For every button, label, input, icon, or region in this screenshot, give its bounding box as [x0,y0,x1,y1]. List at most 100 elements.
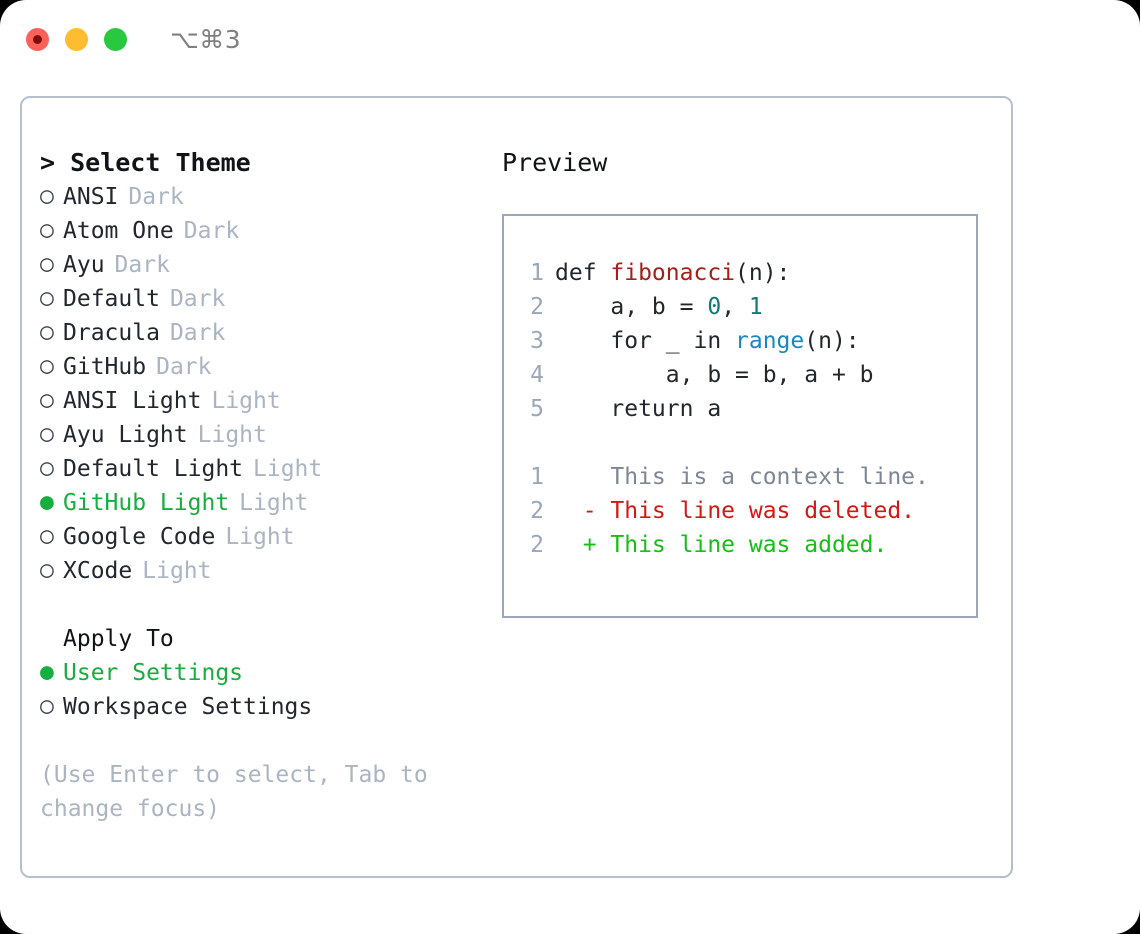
code-token-num: 0 [707,294,722,320]
title-bar: ⌥⌘3 [0,0,1140,78]
code-token-plain: a, b = b, a + b [555,362,874,388]
close-button[interactable] [26,27,49,51]
theme-option-label: Atom One [63,218,174,244]
theme-option-variant-badge: Light [142,558,212,584]
theme-option-variant-badge: Light [225,524,295,550]
code-line: 4 a, b = b, a + b [518,358,976,392]
radio-unselected-icon: ○ [40,523,54,549]
theme-option-label: GitHub [63,354,147,380]
diff-line-ctx: 1 This is a context line. [518,460,976,494]
theme-option-label: Ayu Light [63,422,188,448]
code-line-number: 5 [530,396,544,422]
radio-unselected-icon: ○ [40,387,54,413]
radio-selected-icon: ● [40,489,54,515]
list-spacer [40,588,490,622]
code-diff-separator [518,426,976,460]
theme-option-label: GitHub Light [63,490,230,516]
code-token-fn: fibonacci [610,260,736,286]
theme-option-label: Dracula [63,320,160,346]
radio-unselected-icon: ○ [40,353,54,379]
apply-to-option-label: Workspace Settings [63,694,313,720]
theme-option-github-light[interactable]: ● GitHub Light Light [40,486,490,520]
heading-bullet-spacer: ○ [40,622,63,656]
diff-sample: 1 This is a context line. 2 - This line w… [518,460,976,562]
theme-option-google-code[interactable]: ○ Google Code Light [40,520,490,554]
code-line: 1 def fibonacci(n): [518,256,976,290]
code-token-plain: def [555,260,611,286]
code-line-number: 2 [530,294,544,320]
radio-unselected-icon: ○ [40,455,54,481]
theme-option-atom-one[interactable]: ○ Atom One Dark [40,214,490,248]
theme-option-label: ANSI Light [63,388,202,414]
keyboard-shortcut-label: ⌥⌘3 [170,24,242,54]
code-line: 2 a, b = 0, 1 [518,290,976,324]
window-controls [26,27,127,51]
theme-option-github[interactable]: ○ GitHub Dark [40,350,490,384]
code-token-plain: for _ in [555,328,736,354]
theme-option-variant-badge: Light [239,490,309,516]
theme-option-label: ANSI [63,184,119,210]
code-line-text: a, b = 0, 1 [555,290,763,324]
code-token-plain: (n): [735,260,791,286]
radio-unselected-icon: ○ [40,319,54,345]
theme-option-variant-badge: Dark [156,354,212,380]
radio-unselected-icon: ○ [40,557,54,583]
diff-line-text: - This line was deleted. [555,498,916,524]
theme-option-label: XCode [63,558,133,584]
diff-line-number: 2 [530,532,544,558]
theme-option-default[interactable]: ○ Default Dark [40,282,490,316]
code-line-text: a, b = b, a + b [555,358,874,392]
maximize-button[interactable] [104,27,127,51]
radio-unselected-icon: ○ [40,251,54,277]
theme-option-variant-badge: Light [253,456,323,482]
code-line-number: 1 [530,260,544,286]
code-line-number: 3 [530,328,544,354]
code-token-plain: a, b = [555,294,708,320]
code-line-text: return a [555,392,721,426]
code-line-text: def fibonacci(n): [555,256,790,290]
theme-option-variant-badge: Dark [169,286,226,312]
theme-option-variant-badge: Dark [114,252,170,278]
apply-to-heading: ○ Apply To [40,622,490,656]
theme-option-dracula[interactable]: ○ Dracula Dark [40,316,490,350]
theme-option-ansi[interactable]: ○ ANSI Dark [40,180,490,214]
theme-option-label: Default [63,286,160,312]
code-token-plain: , [721,294,749,320]
radio-unselected-icon: ○ [40,217,54,243]
theme-option-variant-badge: Dark [183,218,240,244]
theme-option-xcode[interactable]: ○ XCode Light [40,554,490,588]
code-token-num: 1 [748,294,763,320]
radio-unselected-icon: ○ [40,285,54,311]
theme-option-variant-badge: Dark [128,184,184,210]
code-line: 3 for _ in range(n): [518,324,976,358]
radio-unselected-icon: ○ [40,183,54,209]
diff-line-text: + This line was added. [555,532,888,558]
theme-option-default-light[interactable]: ○ Default Light Light [40,452,490,486]
theme-option-label: Default Light [63,456,244,482]
apply-to-option-workspace-settings[interactable]: ○Workspace Settings [40,690,490,724]
theme-option-variant-badge: Light [211,388,281,414]
code-line-number: 4 [530,362,544,388]
theme-option-variant-badge: Dark [169,320,226,346]
diff-line-add: 2 + This line was added. [518,528,976,562]
theme-option-variant-badge: Light [197,422,267,448]
apply-to-option-user-settings[interactable]: ●User Settings [40,656,490,690]
keyboard-hint-text: (Use Enter to select, Tab to change focu… [40,762,442,822]
recording-indicator-icon [33,34,42,44]
diff-line-number: 1 [530,464,544,490]
radio-selected-icon: ● [40,659,54,685]
theme-option-label: Google Code [63,524,216,550]
page-title: > Select Theme [40,148,251,177]
minimize-button[interactable] [65,27,88,51]
theme-option-ansi-light[interactable]: ○ ANSI Light Light [40,384,490,418]
diff-line-text: This is a context line. [555,464,929,490]
apply-to-option-list[interactable]: ●User Settings○Workspace Settings [40,656,490,724]
